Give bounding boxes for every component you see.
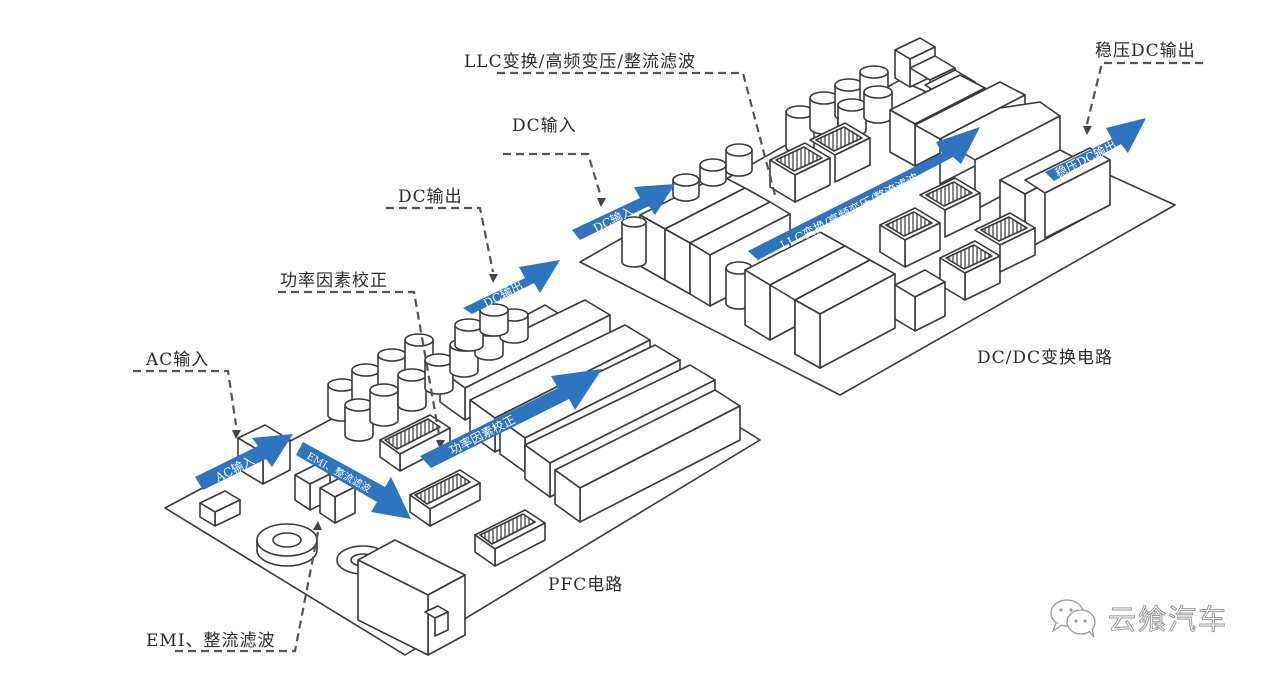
pfc-board <box>164 299 761 656</box>
watermark: 云飨汽车 <box>1048 596 1228 640</box>
leader-regulated <box>1085 61 1203 125</box>
leader-llc <box>497 71 777 196</box>
callout-leaders <box>133 61 1203 653</box>
label-dc-input: DC输入 <box>512 116 577 136</box>
leader-dc-output <box>386 206 495 273</box>
pfc-capacitors <box>327 303 529 442</box>
label-llc: LLC变换/高频变压/整流滤波 <box>464 52 697 72</box>
wechat-icon <box>1050 599 1096 638</box>
dcdc-transformers <box>769 122 1036 301</box>
label-dc-output: DC输出 <box>398 187 463 207</box>
label-emi-filter: EMI、整流滤波 <box>146 631 276 651</box>
pfc-transformer <box>357 539 466 656</box>
label-ac-input: AC输入 <box>146 350 210 370</box>
dcdc-board <box>579 37 1176 396</box>
pfc-inductors <box>379 414 546 567</box>
label-pfc-board: PFC电路 <box>548 575 624 595</box>
leader-pfc <box>278 290 442 441</box>
label-pfc-correction: 功率因素校正 <box>280 271 388 291</box>
label-regulated-dc-output: 稳压DC输出 <box>1095 41 1196 61</box>
leader-ac-input <box>133 369 238 426</box>
label-dcdc-board: DC/DC变换电路 <box>977 348 1114 368</box>
leader-arrowheads <box>232 126 1092 530</box>
dcdc-input-blocks <box>621 174 791 307</box>
leader-emi <box>175 531 320 653</box>
watermark-text: 云飨汽车 <box>1107 603 1229 637</box>
dcdc-middle-blocks <box>744 231 946 369</box>
leader-dc-input <box>503 152 603 198</box>
